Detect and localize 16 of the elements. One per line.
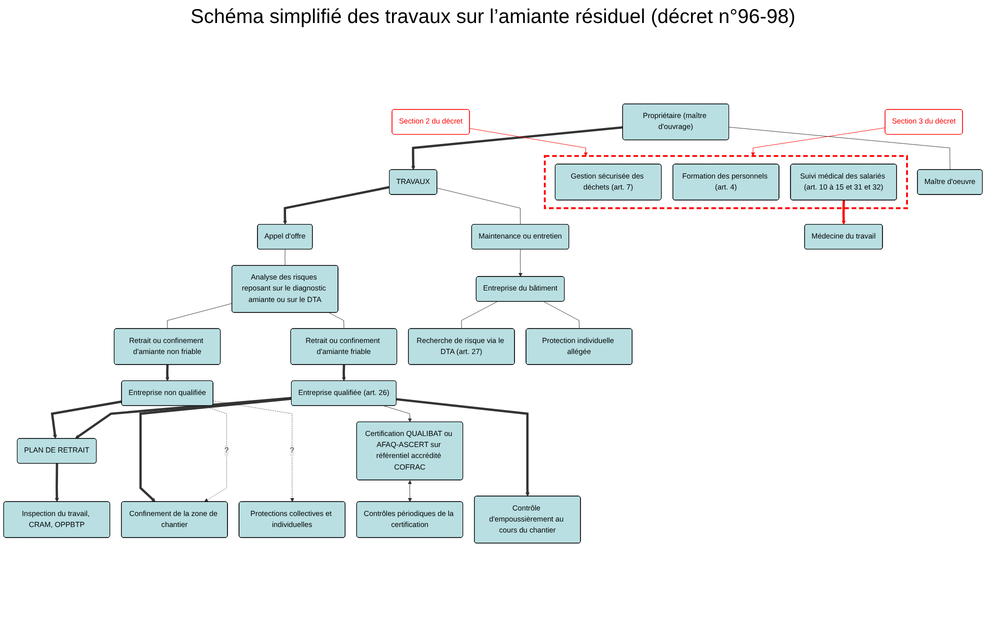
arrow (165, 364, 170, 382)
connector (328, 312, 344, 330)
arrow (74, 396, 292, 439)
connector (284, 249, 286, 266)
connector (436, 188, 521, 225)
connector (461, 301, 498, 330)
arrow (54, 464, 59, 502)
connector (543, 301, 580, 330)
arrow (50, 400, 122, 439)
diagram-title: Schéma simplifié des travaux sur l’amiante résiduel (décret n°96-98) (190, 6, 796, 29)
cluster (544, 155, 908, 210)
arrow (396, 398, 530, 496)
connector (167, 303, 232, 330)
arrow (342, 364, 346, 382)
arrow (283, 186, 390, 225)
arrow (842, 200, 846, 225)
